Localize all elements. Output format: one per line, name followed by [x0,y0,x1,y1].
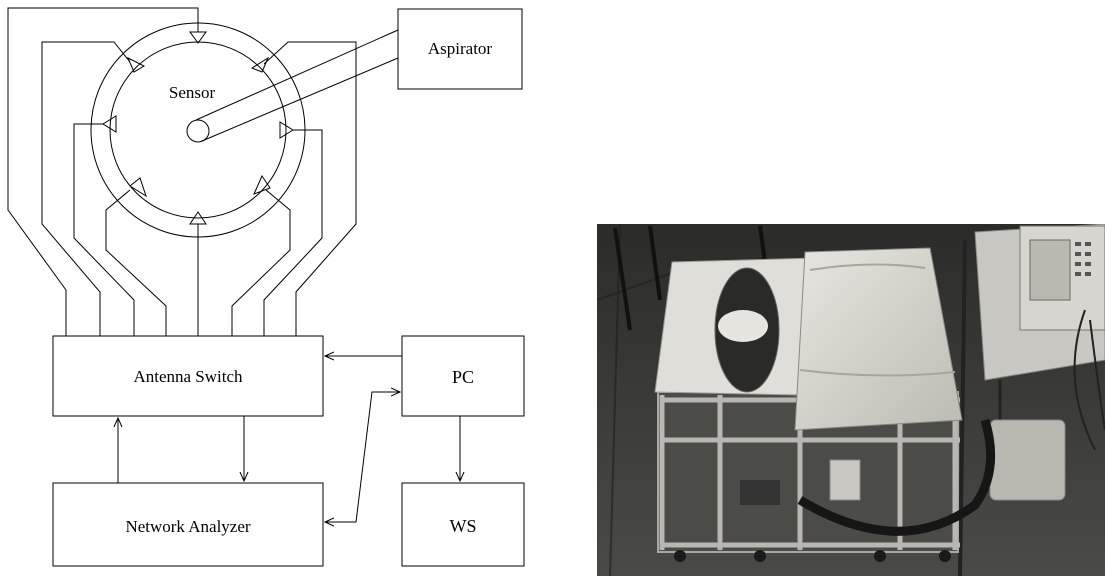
pc-label: PC [452,367,474,387]
sensor-plate [655,258,815,395]
container [990,420,1065,500]
setup-photo [597,224,1105,576]
feed-lines [8,8,356,336]
network-analyzer-label: Network Analyzer [125,517,250,536]
sensor-label: Sensor [169,83,216,102]
ws-label: WS [450,516,477,536]
antenna-top-right [252,58,268,72]
antenna-elements [103,32,293,224]
arrow-pc-analyzer [325,392,400,522]
antenna-top [190,32,206,43]
block-diagram [8,8,524,566]
sensor-outer-ring [91,23,305,237]
antenna-left [103,116,116,132]
aspirator-label: Aspirator [428,39,493,58]
antenna-top-left [128,58,144,72]
antenna-bottom-left [130,178,146,196]
antenna-switch-label: Antenna Switch [133,367,243,386]
diagram-labels: Sensor Aspirator Antenna Switch PC Netwo… [125,39,492,536]
sensor-center-hole [187,120,209,142]
